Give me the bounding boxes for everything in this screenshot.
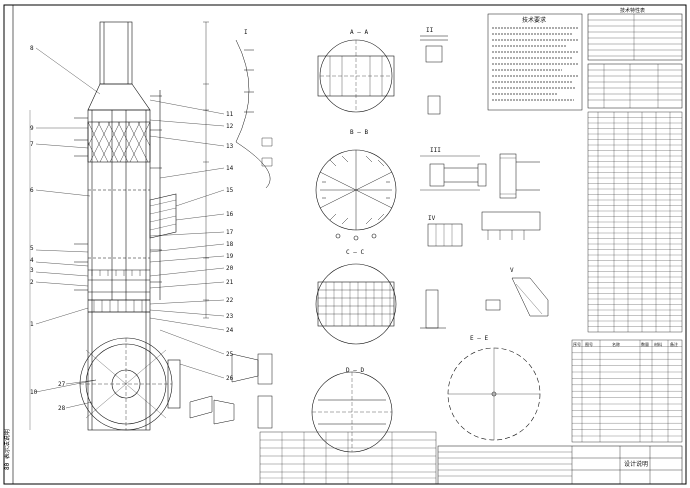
callout-10: 10: [30, 389, 38, 396]
detail-flange-mid: [420, 153, 540, 199]
section-d-label: D — D: [346, 367, 364, 374]
base-leaders: [65, 379, 97, 409]
callout-12: 12: [226, 123, 234, 130]
title-block: [437, 445, 683, 485]
bom-col-no: 序号: [573, 341, 581, 347]
callout-22: 22: [226, 297, 234, 304]
callout-5: 5: [30, 245, 34, 252]
tower-callouts-right: 11 12 13 14 15 16 17 18 19 20 21 22 23 2…: [226, 111, 234, 382]
tower-elevation: [29, 21, 209, 431]
title-block-label: 设计说明: [624, 460, 648, 468]
tower-leaders: [35, 47, 225, 393]
revision-table: [259, 431, 437, 485]
design-data-table: [587, 63, 683, 109]
detail-arc-top: [235, 39, 273, 189]
section-b-label: B — B: [350, 129, 368, 136]
detail-label-i: I: [244, 29, 248, 36]
callout-16: 16: [226, 211, 234, 218]
callout-23: 23: [226, 313, 234, 320]
bom-header: 序号 图号 名称 数量 材料 备注: [573, 341, 678, 347]
base-callouts: 27 28: [58, 381, 66, 412]
callout-6: 6: [30, 187, 34, 194]
detail-bracket: [420, 277, 549, 329]
callout-1: 1: [30, 321, 34, 328]
detail-flange-top: [420, 35, 448, 115]
callout-13: 13: [226, 143, 234, 150]
callout-4: 4: [30, 257, 34, 264]
bom-col-qty: 数量: [641, 341, 649, 347]
detail-label-ii: II: [426, 27, 434, 34]
spec-table-title: 技术特性表: [620, 7, 645, 14]
bom-col-material: 材料: [654, 341, 662, 347]
base-details: [189, 353, 273, 429]
detail-labels: I II III IV V: [244, 27, 514, 274]
callout-7: 7: [30, 141, 34, 148]
bom-col-drawing: 图号: [585, 341, 593, 347]
bom-col-remark: 备注: [670, 341, 678, 347]
tech-requirements-block: 技术要求: [487, 13, 583, 111]
bom-table: [571, 339, 683, 443]
left-margin-label: 80 表示法说明: [3, 429, 11, 470]
callout-15: 15: [226, 187, 234, 194]
spec-table: [587, 13, 683, 61]
section-c-label: C — C: [346, 249, 364, 256]
callout-21: 21: [226, 279, 234, 286]
callout-9: 9: [30, 125, 34, 132]
parts-table: [587, 111, 683, 333]
section-e-label: E — E: [470, 335, 488, 342]
callout-14: 14: [226, 165, 234, 172]
detail-label-iv: IV: [428, 215, 436, 222]
base-plan-view: [79, 337, 181, 431]
callout-24: 24: [226, 327, 234, 334]
bom-col-name: 名称: [612, 341, 620, 347]
callout-11: 11: [226, 111, 234, 118]
detail-plate: [427, 211, 541, 247]
callout-2: 2: [30, 279, 34, 286]
section-b-view: [315, 149, 397, 241]
callout-27: 27: [58, 381, 66, 388]
callout-26: 26: [226, 375, 234, 382]
callout-17: 17: [226, 229, 234, 236]
detail-label-v: V: [510, 267, 514, 274]
section-c-view: [315, 263, 397, 345]
section-e-view: [447, 347, 541, 441]
callout-20: 20: [226, 265, 234, 272]
section-a-view: [317, 39, 395, 113]
detail-label-iii: III: [430, 147, 441, 154]
callout-8: 8: [30, 45, 34, 52]
section-a-label: A — A: [350, 29, 368, 36]
section-d-view: [311, 371, 393, 453]
callout-25: 25: [226, 351, 234, 358]
tower-callouts-left: 1 2 3 4 5 6 7 8 9 10: [30, 45, 38, 396]
callout-3: 3: [30, 267, 34, 274]
callout-28: 28: [58, 405, 66, 412]
callout-18: 18: [226, 241, 234, 248]
tech-requirements-title: 技术要求: [522, 16, 546, 24]
callout-19: 19: [226, 253, 234, 260]
